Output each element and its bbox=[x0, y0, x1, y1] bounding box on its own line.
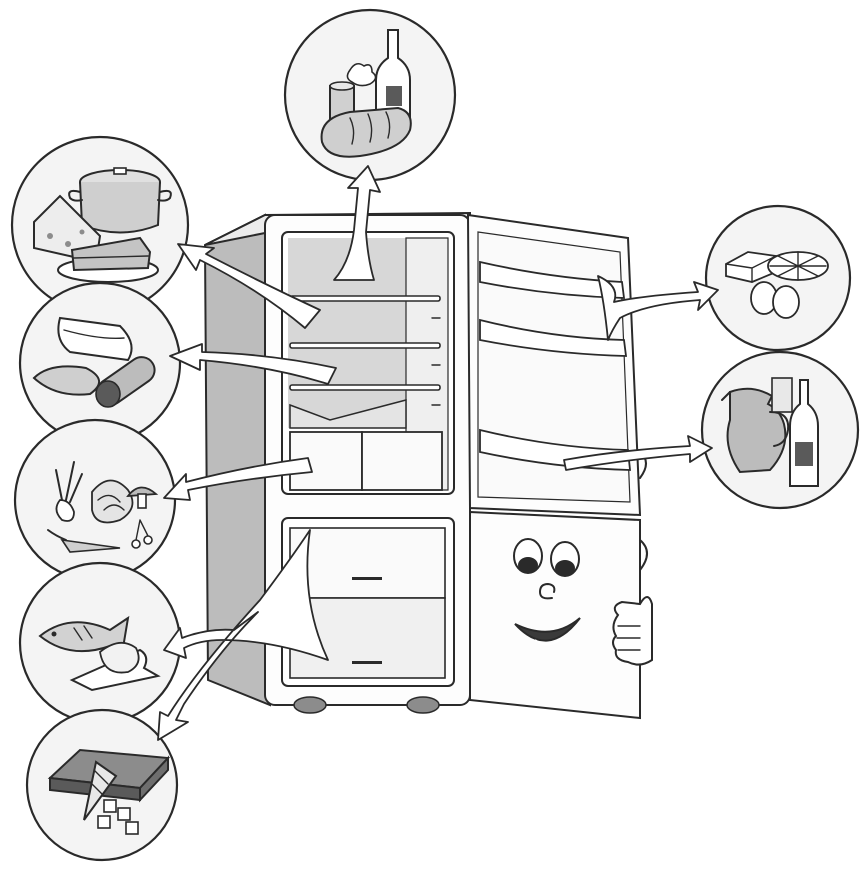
vegetables-icon bbox=[47, 461, 134, 553]
freezer-handle-upper[interactable] bbox=[352, 577, 382, 580]
eggs-icon bbox=[750, 281, 800, 319]
fridge-door-upper[interactable] bbox=[466, 213, 647, 517]
mushroom-icon bbox=[126, 486, 159, 509]
ice-cream-icon bbox=[47, 748, 171, 821]
left-pupil bbox=[518, 557, 538, 573]
arrow-to-door-upper bbox=[597, 275, 719, 341]
shelf-3 bbox=[289, 384, 441, 391]
zone-freezer-lower-circle bbox=[25, 708, 179, 862]
crisper-cover bbox=[289, 399, 407, 429]
vegetable-drawer-right bbox=[361, 431, 443, 491]
zone-middle-shelf-circle bbox=[18, 281, 182, 445]
chicken-icon bbox=[69, 642, 161, 692]
freezer-door[interactable] bbox=[469, 510, 653, 720]
fridge-foot-left bbox=[293, 696, 327, 714]
hand bbox=[612, 596, 653, 666]
jug-icon bbox=[721, 387, 790, 474]
meat-icon bbox=[32, 316, 133, 396]
arrow-to-upper-shelf bbox=[177, 243, 321, 329]
zone-door-lower-circle bbox=[700, 350, 860, 510]
tongue bbox=[534, 637, 563, 646]
door-shelf-2 bbox=[479, 318, 628, 357]
bottle-icon bbox=[789, 379, 819, 487]
arrow-to-top-shelf bbox=[333, 165, 381, 281]
smiling-face bbox=[513, 538, 581, 646]
pot-icon bbox=[68, 167, 172, 234]
freezer-door-panel bbox=[469, 510, 641, 720]
arrow-to-freezer bbox=[157, 529, 329, 741]
arrow-to-door-lower bbox=[563, 435, 713, 471]
door-shelf-1 bbox=[479, 260, 626, 299]
circle-middle-left bbox=[18, 281, 182, 445]
arrow-to-middle-shelf bbox=[169, 343, 337, 385]
zone-door-upper-circle bbox=[704, 204, 852, 352]
freezer-handle-lower[interactable] bbox=[352, 661, 382, 664]
shelf-1 bbox=[289, 295, 441, 302]
zone-top-shelf-circle bbox=[283, 8, 457, 182]
fish-icon bbox=[38, 615, 130, 663]
door-hinge-lower bbox=[639, 539, 648, 571]
cherries-icon bbox=[131, 519, 153, 549]
shelf-2 bbox=[289, 342, 441, 349]
sausage-icon bbox=[95, 356, 156, 408]
zone-upper-shelf-circle bbox=[10, 135, 190, 315]
door-upper-inner bbox=[477, 231, 631, 503]
hand-shape bbox=[612, 596, 653, 666]
nose-swirl bbox=[539, 583, 556, 600]
zone-vegetable-drawer-circle bbox=[13, 418, 177, 582]
ice-cubes-icon bbox=[97, 799, 139, 835]
bottle-icon bbox=[375, 29, 411, 119]
arrows bbox=[157, 165, 719, 741]
zone-freezer-upper-circle bbox=[18, 561, 182, 725]
cheese-wheel-icon bbox=[767, 251, 829, 281]
milk-icon bbox=[771, 377, 793, 413]
bread-icon bbox=[320, 106, 412, 158]
mouth bbox=[514, 617, 581, 642]
fridge bbox=[203, 211, 471, 714]
cake-icon bbox=[57, 236, 159, 283]
right-pupil bbox=[555, 560, 575, 576]
freezer-drawer-upper bbox=[289, 527, 446, 599]
arrow-to-vegetables bbox=[163, 457, 313, 501]
circle-door-upper bbox=[704, 204, 852, 352]
fridge-foot-right bbox=[406, 696, 440, 714]
